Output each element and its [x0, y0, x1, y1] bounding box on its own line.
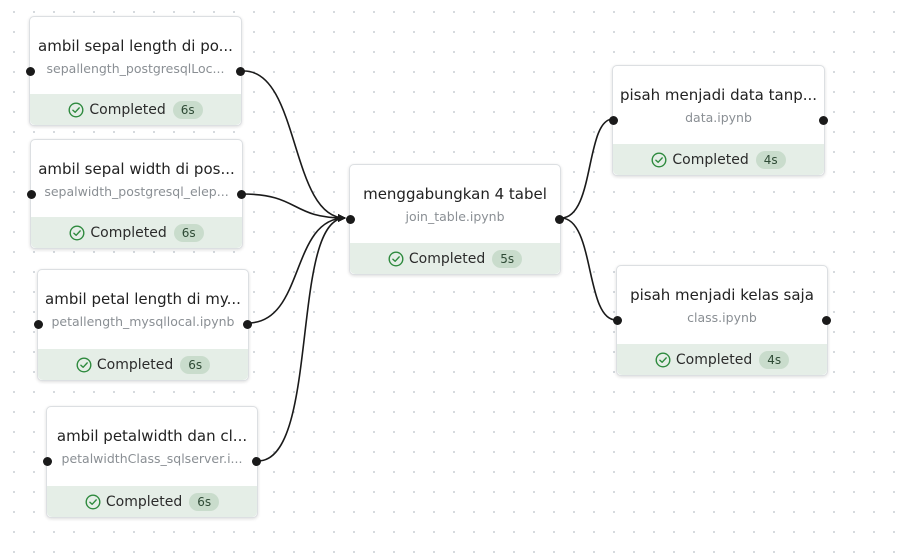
output-port[interactable]	[555, 215, 564, 224]
node-header: menggabungkan 4 tabel join_table.ipynb	[350, 165, 560, 243]
duration-badge: 6s	[173, 223, 204, 242]
check-circle-icon	[651, 151, 667, 168]
node-status-bar: Completed 5s	[350, 243, 560, 274]
input-port[interactable]	[346, 215, 355, 224]
pipeline-node[interactable]: ambil sepal width di pos... sepalwidth_p…	[27, 139, 246, 249]
duration-badge: 4s	[759, 350, 790, 369]
pipeline-node[interactable]: pisah menjadi kelas saja class.ipynb Com…	[613, 265, 831, 376]
status-label: Completed	[675, 351, 753, 368]
edge-n2-n5[interactable]	[241, 193, 346, 222]
check-circle-icon	[655, 351, 671, 368]
node-title: pisah menjadi data tanp...	[619, 85, 818, 104]
check-circle-icon	[69, 224, 85, 241]
output-port[interactable]	[237, 190, 246, 199]
edge-n5-n7[interactable]	[560, 217, 617, 321]
duration-badge: 4s	[755, 150, 786, 169]
edge-n3-n5[interactable]	[247, 214, 346, 324]
node-title: ambil sepal width di pos...	[38, 159, 235, 178]
input-port[interactable]	[27, 190, 36, 199]
pipeline-node[interactable]: menggabungkan 4 tabel join_table.ipynb C…	[346, 164, 564, 275]
pipeline-node[interactable]: ambil petalwidth dan cl... petalwidthCla…	[43, 406, 261, 518]
output-port[interactable]	[236, 67, 245, 76]
input-port[interactable]	[43, 457, 52, 466]
check-circle-icon	[85, 493, 101, 510]
node-status-bar: Completed 6s	[31, 217, 242, 248]
node-filename: sepallength_postgresqlLoc...	[46, 60, 225, 76]
node-title: pisah menjadi kelas saja	[630, 285, 814, 304]
node-status-bar: Completed 4s	[613, 144, 824, 175]
node-filename: join_table.ipynb	[405, 208, 505, 224]
node-status-bar: Completed 4s	[617, 344, 827, 375]
node-title: ambil petalwidth dan cl...	[56, 426, 248, 445]
check-circle-icon	[388, 250, 404, 267]
node-filename: petalwidthClass_sqlserver.i...	[61, 450, 243, 466]
output-port[interactable]	[243, 320, 252, 329]
node-header: ambil sepal length di po... sepallength_…	[30, 17, 241, 95]
duration-badge: 6s	[189, 492, 220, 511]
status-label: Completed	[96, 356, 174, 373]
node-status-bar: Completed 6s	[47, 486, 257, 517]
input-port[interactable]	[34, 320, 43, 329]
edge-n4-n5[interactable]	[257, 214, 346, 462]
status-label: Completed	[672, 151, 749, 168]
duration-badge: 6s	[172, 100, 203, 119]
duration-badge: 6s	[180, 355, 211, 374]
check-circle-icon	[76, 356, 92, 373]
node-header: ambil petal length di my... petallength_…	[38, 270, 248, 348]
node-title: menggabungkan 4 tabel	[363, 184, 547, 203]
output-port[interactable]	[822, 316, 831, 325]
node-header: pisah menjadi kelas saja class.ipynb	[617, 266, 827, 344]
node-header: pisah menjadi data tanp... data.ipynb	[613, 66, 824, 144]
status-label: Completed	[89, 101, 166, 118]
node-title: ambil petal length di my...	[45, 289, 241, 308]
check-circle-icon	[68, 101, 84, 118]
pipeline-node[interactable]: ambil sepal length di po... sepallength_…	[26, 16, 245, 126]
node-status-bar: Completed 6s	[30, 94, 241, 125]
output-port[interactable]	[252, 457, 261, 466]
status-label: Completed	[90, 224, 167, 241]
node-filename: data.ipynb	[685, 109, 752, 125]
node-header: ambil sepal width di pos... sepalwidth_p…	[31, 140, 242, 218]
node-status-bar: Completed 6s	[38, 349, 248, 380]
node-filename: petallength_mysqllocal.ipynb	[51, 313, 235, 329]
node-header: ambil petalwidth dan cl... petalwidthCla…	[47, 407, 257, 485]
edge-n5-n6[interactable]	[560, 118, 614, 219]
node-filename: sepalwidth_postgresql_elep...	[44, 183, 229, 199]
duration-badge: 5s	[492, 249, 523, 268]
output-port[interactable]	[819, 116, 828, 125]
pipeline-node[interactable]: pisah menjadi data tanp... data.ipynb Co…	[609, 65, 828, 176]
pipeline-node[interactable]: ambil petal length di my... petallength_…	[34, 269, 252, 381]
node-filename: class.ipynb	[687, 309, 757, 325]
edge-n1-n5[interactable]	[243, 70, 346, 222]
input-port[interactable]	[26, 67, 35, 76]
input-port[interactable]	[613, 316, 622, 325]
status-label: Completed	[105, 493, 183, 510]
node-title: ambil sepal length di po...	[38, 36, 233, 55]
input-port[interactable]	[609, 116, 618, 125]
status-label: Completed	[408, 250, 486, 267]
